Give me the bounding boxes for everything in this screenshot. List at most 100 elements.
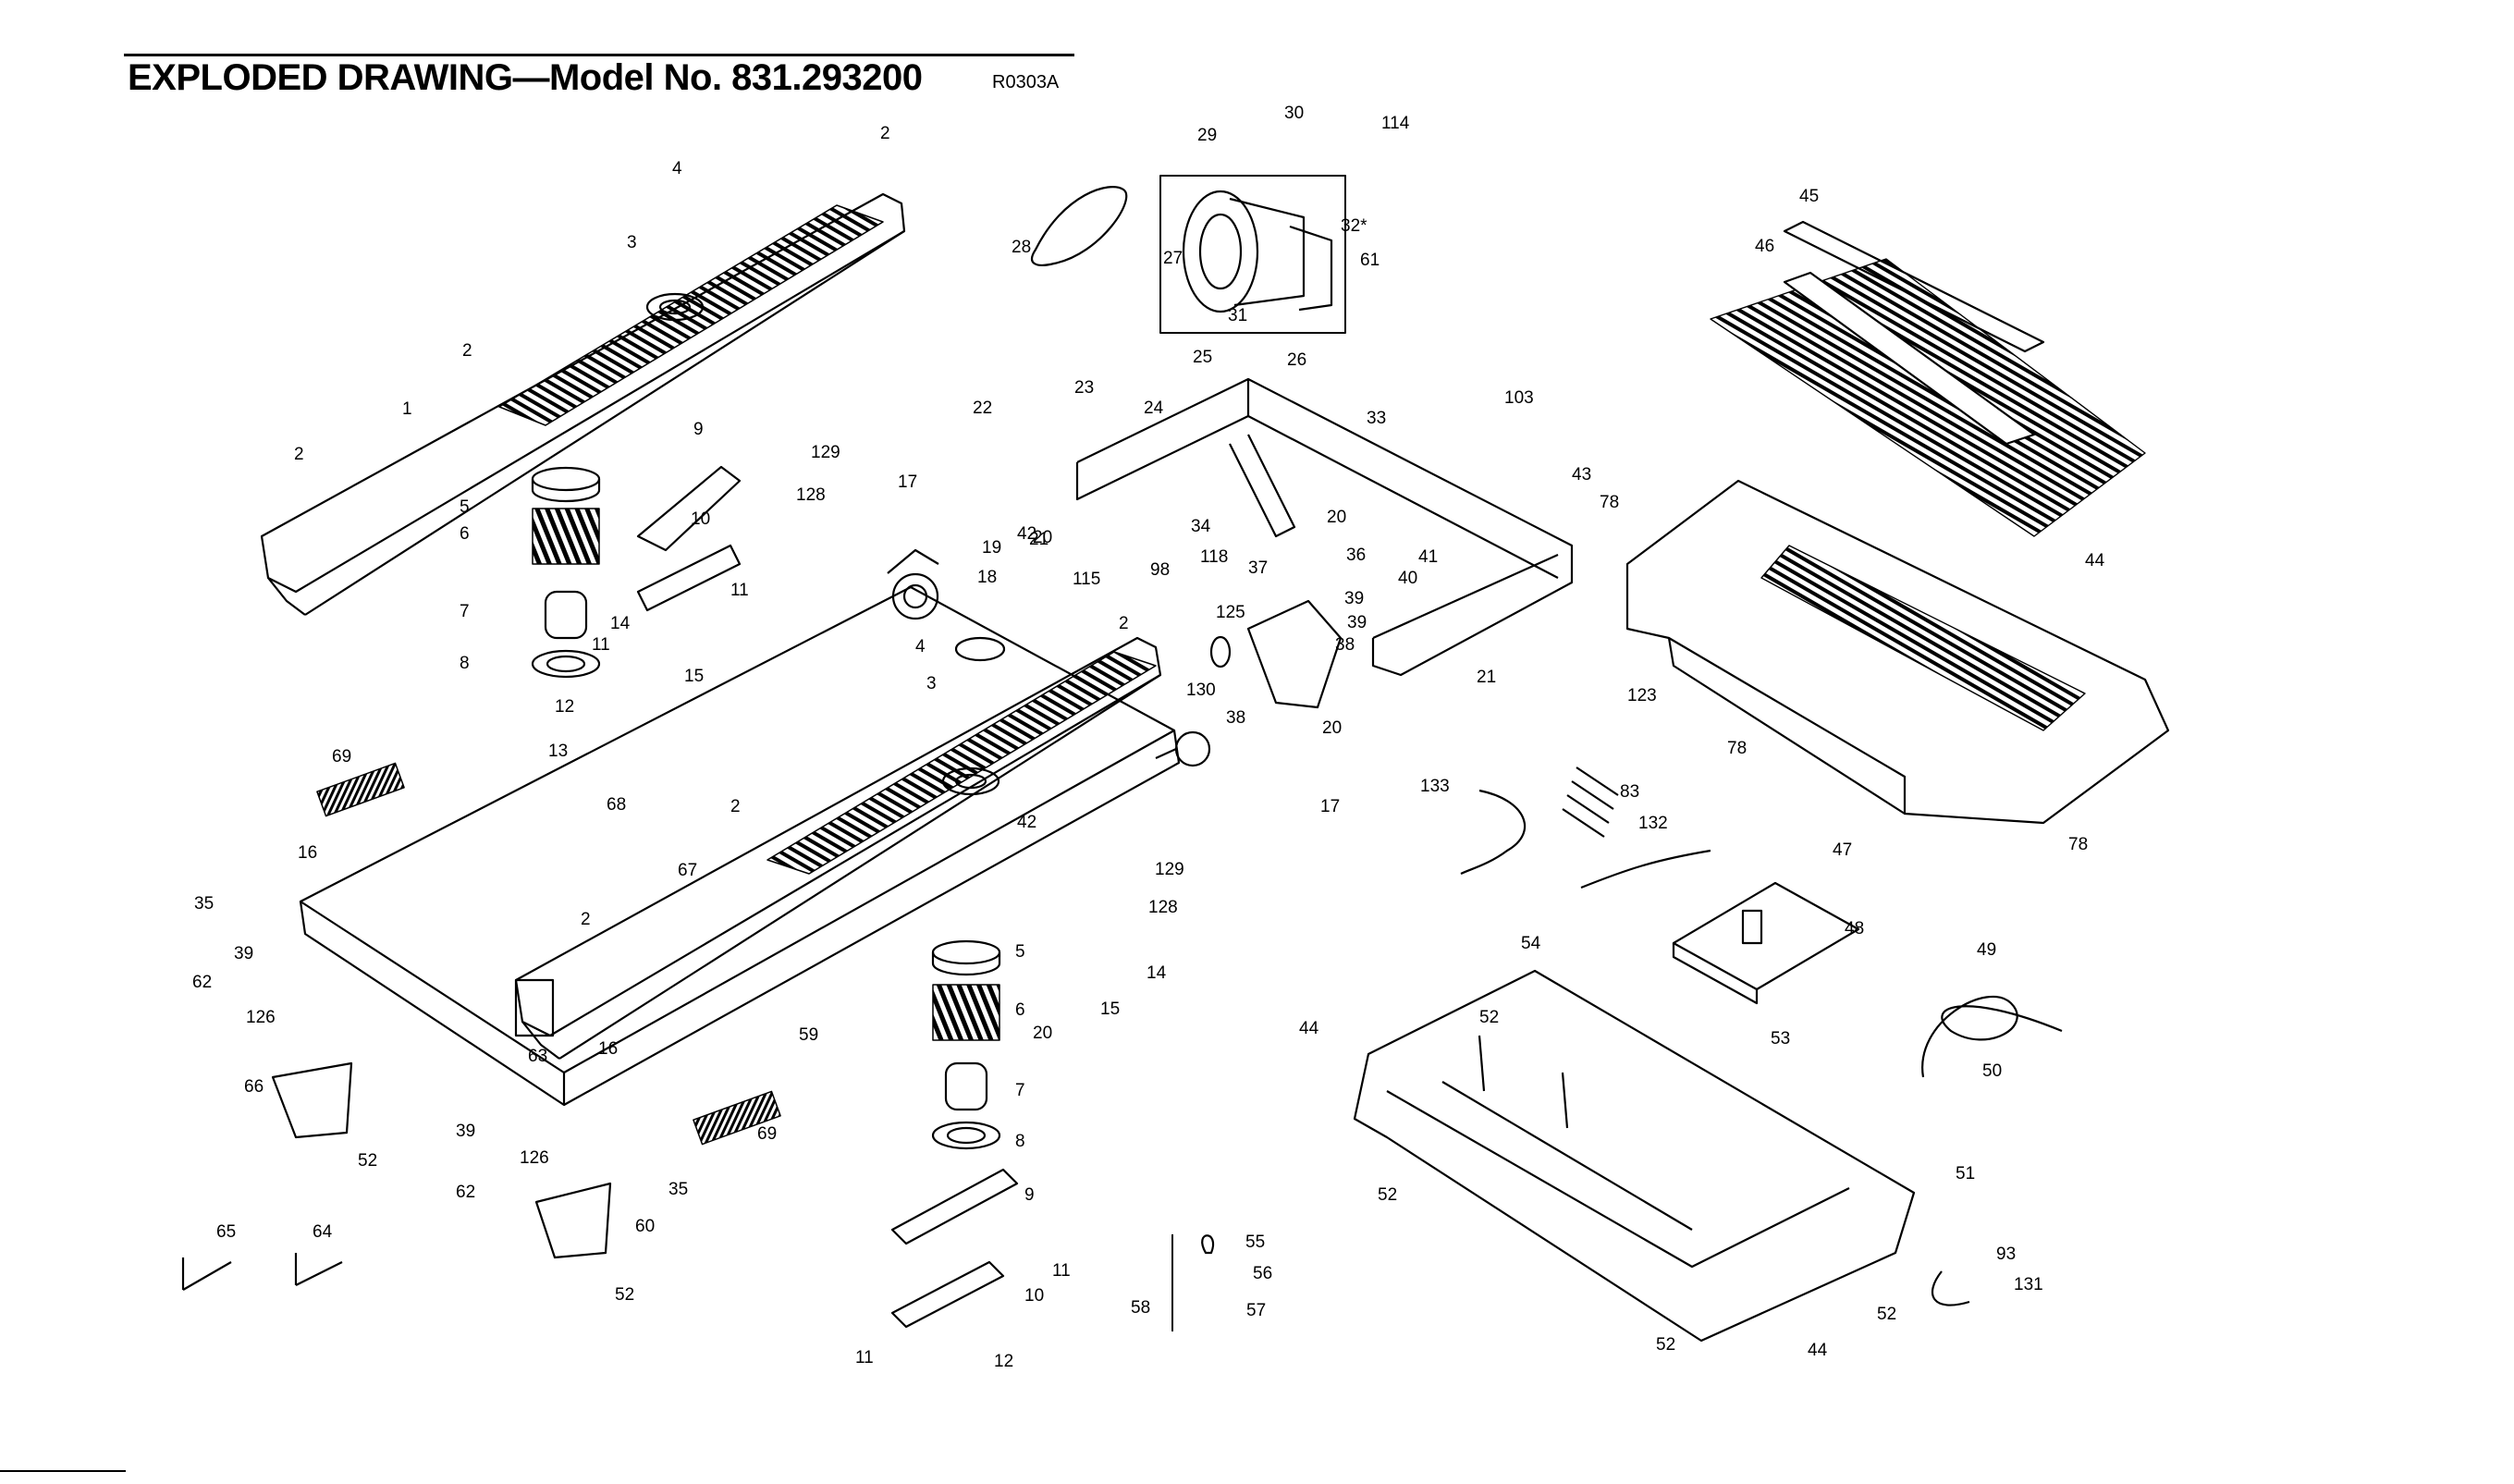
callout-label: 28 bbox=[1012, 238, 1031, 257]
callout-label: 8 bbox=[1015, 1132, 1025, 1151]
callout-label: 27 bbox=[1163, 249, 1183, 268]
callout-label: 129 bbox=[1155, 860, 1184, 879]
callout-layer: 1222222334455667788991010111111111212131… bbox=[192, 104, 2105, 1371]
callout-label: 128 bbox=[1148, 898, 1178, 917]
callout-label: 62 bbox=[456, 1183, 475, 1202]
callout-label: 125 bbox=[1216, 603, 1245, 622]
callout-label: 20 bbox=[1033, 1024, 1052, 1043]
callout-label: 29 bbox=[1197, 126, 1217, 145]
callout-label: 64 bbox=[313, 1222, 333, 1242]
callout-label: 1 bbox=[402, 399, 412, 419]
callout-label: 52 bbox=[1378, 1185, 1397, 1205]
callout-label: 53 bbox=[1771, 1029, 1790, 1049]
callout-label: 42 bbox=[1017, 813, 1036, 832]
callout-label: 2 bbox=[462, 341, 472, 361]
callout-label: 114 bbox=[1381, 114, 1410, 133]
callout-label: 46 bbox=[1755, 237, 1774, 256]
callout-label: 59 bbox=[799, 1025, 818, 1045]
callout-label: 12 bbox=[555, 697, 574, 717]
callout-label: 83 bbox=[1620, 782, 1639, 802]
callout-label: 18 bbox=[977, 568, 997, 587]
cushion-stack-right bbox=[931, 939, 1001, 1150]
callout-label: 34 bbox=[1191, 517, 1211, 536]
callout-label: 13 bbox=[548, 742, 568, 761]
callout-label: 26 bbox=[1287, 350, 1306, 370]
callout-label: 132 bbox=[1638, 814, 1668, 833]
callout-label: 115 bbox=[1073, 570, 1100, 589]
callout-label: 48 bbox=[1845, 919, 1864, 938]
callout-label: 4 bbox=[915, 637, 926, 656]
callout-label: 131 bbox=[2014, 1275, 2043, 1294]
callout-label: 52 bbox=[615, 1285, 634, 1305]
callout-label: 126 bbox=[520, 1148, 549, 1168]
callout-label: 12 bbox=[994, 1352, 1013, 1371]
callout-label: 8 bbox=[460, 654, 470, 673]
callout-label: 52 bbox=[358, 1151, 377, 1171]
callout-label: 2 bbox=[730, 797, 741, 816]
callout-label: 2 bbox=[880, 124, 890, 143]
callout-label: 20 bbox=[1322, 718, 1342, 738]
callout-label: 3 bbox=[926, 674, 937, 693]
callout-label: 103 bbox=[1504, 388, 1534, 408]
callout-label: 68 bbox=[607, 795, 626, 815]
callout-label: 11 bbox=[730, 581, 749, 600]
callout-label: 52 bbox=[1656, 1335, 1675, 1355]
callout-label: 78 bbox=[1727, 739, 1747, 758]
callout-label: 20 bbox=[1327, 508, 1346, 527]
callout-label: 30 bbox=[1284, 104, 1304, 123]
callout-label: 61 bbox=[1360, 251, 1380, 270]
callout-label: 25 bbox=[1193, 348, 1212, 367]
callout-label: 69 bbox=[757, 1124, 777, 1144]
callout-label: 6 bbox=[460, 524, 470, 544]
callout-label: 43 bbox=[1572, 465, 1591, 484]
callout-label: 2 bbox=[581, 910, 591, 929]
callout-label: 6 bbox=[1015, 1000, 1025, 1020]
callout-label: 36 bbox=[1346, 546, 1366, 565]
callout-label: 15 bbox=[684, 667, 704, 686]
callout-label: 11 bbox=[1052, 1261, 1071, 1281]
hood bbox=[1625, 479, 2170, 825]
callout-label: 16 bbox=[298, 843, 317, 863]
callout-label: 57 bbox=[1246, 1301, 1266, 1320]
title-rule bbox=[124, 54, 1074, 56]
callout-label: 4 bbox=[672, 159, 682, 178]
callout-label: 10 bbox=[691, 509, 710, 529]
callout-label: 16 bbox=[598, 1039, 618, 1059]
callout-label: 38 bbox=[1335, 635, 1355, 655]
base bbox=[1353, 969, 1916, 1343]
callout-label: 126 bbox=[246, 1008, 276, 1027]
callout-label: 3 bbox=[627, 233, 637, 252]
callout-label: 51 bbox=[1956, 1164, 1975, 1184]
callout-label: 128 bbox=[796, 485, 826, 505]
callout-label: 11 bbox=[592, 635, 610, 655]
drawing-title: EXPLODED DRAWING—Model No. 831.293200 bbox=[128, 57, 923, 98]
callout-label: 23 bbox=[1074, 378, 1094, 398]
callout-label: 15 bbox=[1100, 1000, 1120, 1019]
callout-label: 32* bbox=[1341, 216, 1367, 236]
callout-label: 49 bbox=[1977, 940, 1996, 960]
callout-label: 118 bbox=[1200, 547, 1228, 567]
callout-label: 58 bbox=[1131, 1298, 1150, 1318]
callout-label: 62 bbox=[192, 973, 212, 992]
callout-label: 39 bbox=[456, 1122, 475, 1141]
left-rail bbox=[260, 192, 906, 616]
callout-label: 129 bbox=[811, 443, 840, 462]
callout-label: 7 bbox=[460, 602, 470, 621]
callout-label: 41 bbox=[1418, 547, 1438, 567]
callout-label: 69 bbox=[332, 747, 351, 767]
callout-label: 98 bbox=[1150, 560, 1170, 580]
callout-label: 56 bbox=[1253, 1264, 1272, 1283]
callout-label: 39 bbox=[1347, 613, 1367, 632]
callout-label: 55 bbox=[1245, 1233, 1265, 1252]
callout-label: 40 bbox=[1398, 569, 1417, 588]
callout-label: 65 bbox=[216, 1222, 236, 1242]
callout-label: 17 bbox=[898, 472, 917, 492]
cushion-stack-left bbox=[531, 466, 601, 679]
deck bbox=[299, 548, 1211, 1107]
callout-label: 44 bbox=[2085, 551, 2105, 570]
callout-label: 2 bbox=[294, 445, 304, 464]
callout-label: 93 bbox=[1996, 1245, 2016, 1264]
callout-label: 14 bbox=[1147, 963, 1167, 983]
